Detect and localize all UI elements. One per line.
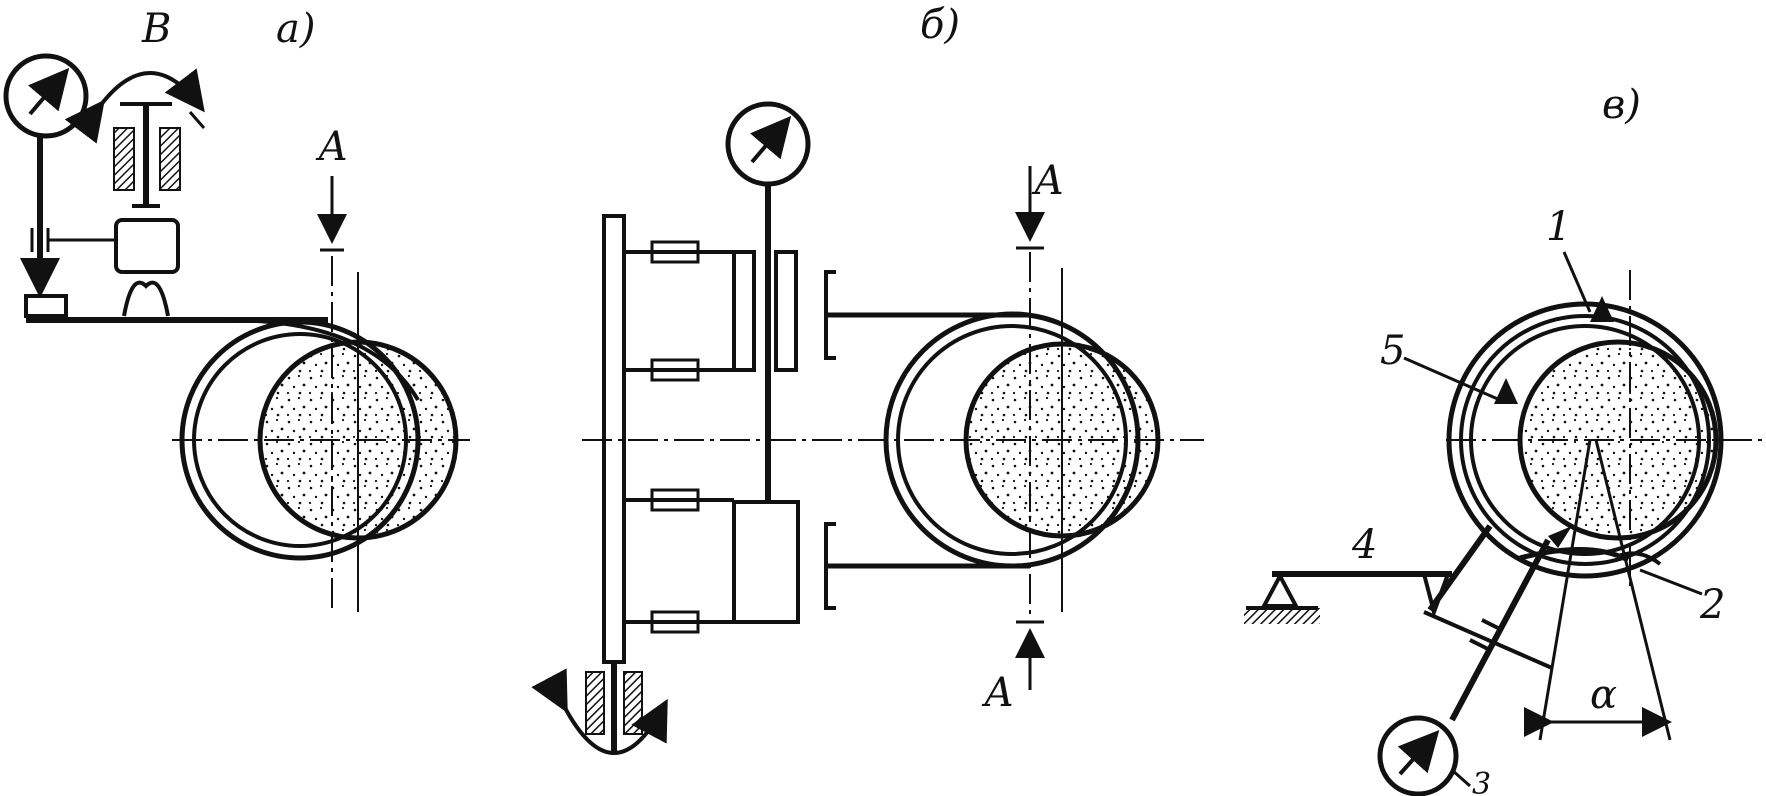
bearing-left-b bbox=[585, 671, 605, 735]
rotation-arrow-icon bbox=[64, 68, 205, 144]
bearing-right bbox=[159, 127, 181, 191]
part-3-label: 3 bbox=[1472, 767, 1491, 796]
panel-v-label: в) bbox=[1602, 82, 1641, 128]
gauge-body-b bbox=[732, 500, 800, 624]
dial-gauge-icon bbox=[3, 53, 89, 139]
section-a-bottom-label-b: А bbox=[981, 670, 1014, 716]
part-2-label: 2 bbox=[1699, 582, 1725, 628]
panel-a-label: а) bbox=[276, 6, 315, 52]
section-a-top-label: А bbox=[315, 124, 348, 170]
panel-v: в) 1 5 2 4 bbox=[1244, 82, 1766, 796]
grinding-wheel-v bbox=[1517, 339, 1719, 541]
angle-ray-left bbox=[1538, 439, 1592, 741]
dial-gauge-b-icon bbox=[725, 101, 811, 187]
bearing-left bbox=[113, 127, 135, 191]
gauge-tip bbox=[24, 294, 68, 318]
dial-gauge-v-icon bbox=[1377, 715, 1459, 796]
pivot-icon bbox=[1260, 571, 1300, 608]
part-5-label: 5 bbox=[1380, 328, 1405, 374]
ground-hatch bbox=[1244, 608, 1320, 624]
panel-b-label: б) bbox=[920, 2, 960, 48]
panel-a: а) В А bbox=[3, 6, 470, 612]
section-a-top-label-b: А bbox=[1031, 158, 1064, 204]
panel-b: б) А А bbox=[531, 2, 1204, 755]
rotation-arrow-b-icon bbox=[531, 668, 668, 755]
part-4-label: 4 bbox=[1351, 522, 1377, 568]
bearing-right-b bbox=[623, 671, 643, 735]
contact-roller bbox=[122, 280, 170, 317]
drive-head bbox=[114, 218, 180, 274]
angle-ray-right bbox=[1594, 439, 1672, 741]
angle-alpha-label: α bbox=[1590, 672, 1617, 718]
rotation-label: В bbox=[141, 6, 171, 52]
part-1-label: 1 bbox=[1546, 204, 1571, 250]
